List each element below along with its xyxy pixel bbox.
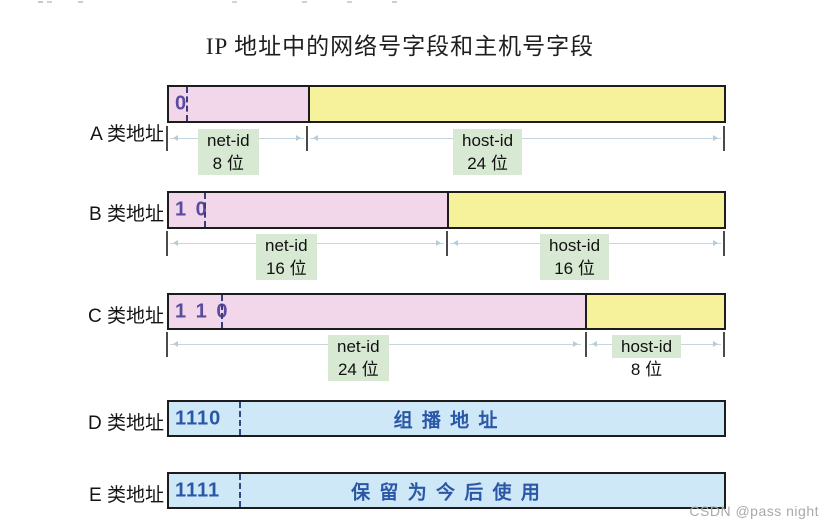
row-label-class-b: B 类地址 (89, 204, 164, 225)
field-bits: 24 位 (328, 358, 389, 381)
class-c-address-bar: 1 1 0 (167, 293, 726, 330)
bit-separator-dashed-line (204, 193, 206, 227)
csdn-watermark: CSDN @pass night (689, 503, 819, 519)
class-a-netid-segment: 0 (169, 87, 308, 121)
field-bits: 8 位 (198, 152, 259, 175)
measure-tick (723, 231, 725, 256)
field-name: net-id (328, 335, 389, 358)
row-label-class-e: E 类地址 (89, 485, 164, 506)
measure-tick (585, 332, 587, 357)
row-label-class-a: A 类地址 (90, 124, 164, 145)
class-a-hostid-segment (307, 87, 724, 121)
row-label-class-c: C 类地址 (87, 306, 164, 327)
measure-tick (446, 231, 448, 256)
field-name: net-id (198, 129, 259, 152)
class-c-hostid-field-label: host-id 8 位 (612, 335, 682, 381)
field-name: net-id (256, 234, 317, 257)
field-bits: 16 位 (256, 257, 317, 280)
class-c-netid-segment: 1 1 0 (169, 295, 586, 328)
class-a-netid-field-label: net-id 8 位 (198, 129, 259, 175)
bit-separator-dashed-line (221, 295, 223, 328)
row-label-class-d: D 类地址 (87, 413, 164, 434)
class-e-prefix-bits: 1111 (175, 479, 221, 501)
class-a-address-bar: 0 (167, 85, 726, 123)
class-a-prefix-bits: 0 (175, 92, 189, 115)
class-b-hostid-field-label: host-id 16 位 (540, 234, 610, 280)
field-name: host-id (453, 129, 523, 152)
class-a-hostid-field-label: host-id 24 位 (453, 129, 523, 175)
measure-tick (166, 231, 168, 256)
class-b-address-bar: 1 0 (167, 191, 726, 229)
measure-tick (723, 332, 725, 357)
class-d-usage-text: 组 播 地 址 (393, 410, 500, 431)
field-name: host-id (612, 335, 682, 358)
class-d-address-bar: 1110 组 播 地 址 (167, 400, 726, 437)
bit-separator-dashed-line (186, 87, 188, 121)
field-bits: 16 位 (540, 257, 610, 280)
class-e-address-bar: 1111 保 留 为 今 后 使 用 (167, 472, 726, 509)
measure-tick (723, 126, 725, 151)
class-b-netid-field-label: net-id 16 位 (256, 234, 317, 280)
class-b-netid-segment: 1 0 (169, 193, 447, 227)
measure-tick (166, 332, 168, 357)
class-b-hostid-segment (446, 193, 724, 227)
class-e-usage-text: 保 留 为 今 后 使 用 (351, 482, 542, 503)
measure-tick (306, 126, 308, 151)
class-c-hostid-segment (585, 295, 724, 328)
diagram-title: IP 地址中的网络号字段和主机号字段 (205, 34, 595, 59)
class-c-netid-field-label: net-id 24 位 (328, 335, 389, 381)
bit-separator-dashed-line (239, 402, 241, 435)
field-bits: 24 位 (453, 152, 523, 175)
bit-separator-dashed-line (239, 474, 241, 507)
measure-tick (166, 126, 168, 151)
class-d-prefix-bits: 1110 (175, 407, 222, 429)
field-bits: 8 位 (630, 360, 663, 379)
field-name: host-id (540, 234, 610, 257)
class-b-prefix-bits: 1 0 (175, 198, 209, 221)
clipped-text-artifact (38, 1, 43, 3)
